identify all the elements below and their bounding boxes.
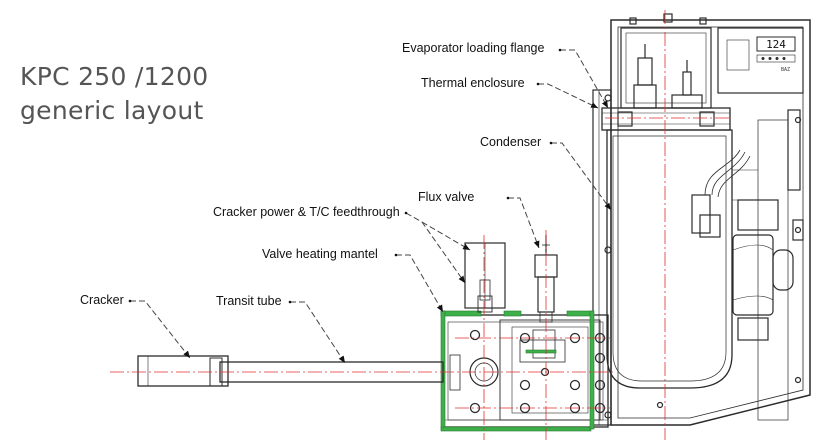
centerlines: [110, 10, 730, 440]
valve-body: [442, 314, 609, 428]
controller-brand: BAZ: [781, 67, 790, 73]
label-flux-valve: Flux valve: [418, 190, 475, 204]
label-cracker: Cracker: [80, 293, 124, 307]
label-transit-tube: Transit tube: [216, 294, 282, 308]
label-thermal-enclosure: Thermal enclosure: [421, 76, 525, 90]
label-valve-heating-mantel: Valve heating mantel: [262, 247, 378, 261]
thermal-enclosure: [592, 13, 811, 426]
cracker-body: [137, 355, 229, 387]
leader-lines: [130, 49, 612, 364]
title-line-2: generic layout: [20, 96, 204, 125]
label-condenser: Condenser: [480, 135, 542, 149]
leader-end-marks: [128, 48, 562, 304]
controller-unit: 124 BAZ: [726, 36, 796, 73]
label-evaporator-loading-flange: Evaporator loading flange: [402, 41, 545, 55]
controller-display-value: 124: [766, 38, 786, 51]
label-cracker-feedthrough: Cracker power & T/C feedthrough: [213, 205, 400, 219]
title-line-1: KPC 250 /1200: [20, 62, 209, 91]
cracker-feedthrough: [464, 242, 506, 313]
